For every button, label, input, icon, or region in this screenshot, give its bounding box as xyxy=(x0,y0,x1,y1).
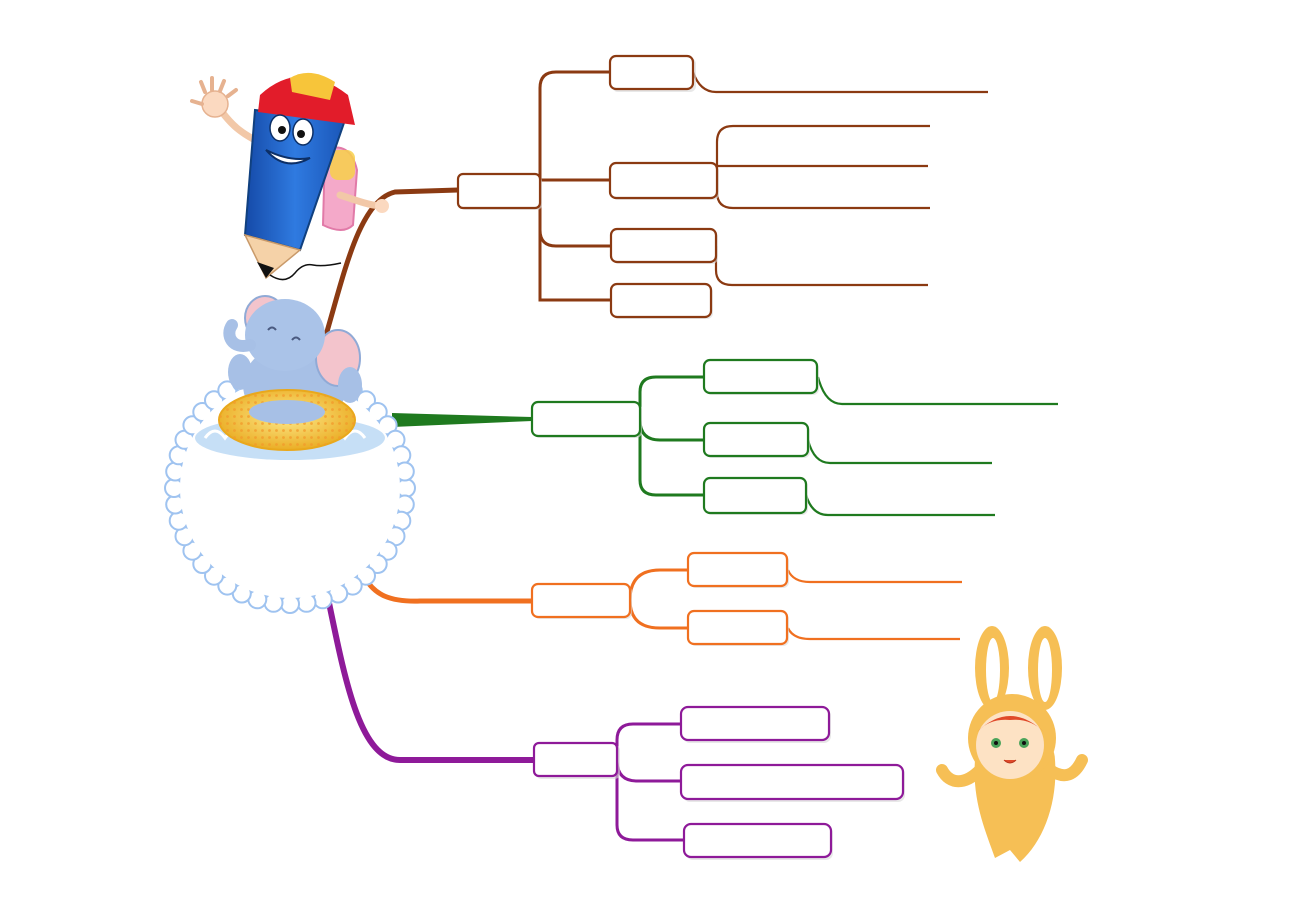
brown-level2-node[interactable] xyxy=(608,161,719,200)
green-leaf-line xyxy=(816,376,1058,406)
purple-connector xyxy=(615,759,681,783)
orange-leaf-line xyxy=(786,627,960,641)
brown-branch-group xyxy=(538,70,988,302)
brown-connector xyxy=(538,229,610,248)
brown-connector xyxy=(538,190,610,302)
node-boxes xyxy=(456,54,905,860)
orange-branch-group xyxy=(628,568,962,641)
green-leaf-line xyxy=(806,439,992,465)
orange-level2-node[interactable] xyxy=(686,609,789,646)
green-level1-node[interactable] xyxy=(530,400,642,438)
purple-level2-node[interactable] xyxy=(682,822,833,860)
brown-leaf-line xyxy=(715,124,930,180)
rabbit-child-illustration xyxy=(936,626,1088,862)
orange-connector xyxy=(628,568,688,601)
brown-level2-node[interactable] xyxy=(609,227,718,264)
brown-connector xyxy=(538,70,610,190)
purple-level2-node[interactable] xyxy=(679,705,831,743)
purple-level1-node[interactable] xyxy=(532,741,620,779)
main-branch-brown xyxy=(323,187,461,338)
brown-leaf-line xyxy=(715,180,930,210)
green-leaf-line xyxy=(804,494,995,517)
elephant-illustration xyxy=(195,295,385,460)
purple-connector xyxy=(615,722,681,760)
main-branch-orange xyxy=(362,575,535,604)
purple-level2-node[interactable] xyxy=(679,763,905,802)
green-connector xyxy=(638,419,704,442)
purple-branch-group xyxy=(615,722,684,842)
orange-level1-node[interactable] xyxy=(530,582,632,619)
green-connector xyxy=(638,420,704,497)
pencil-mascot-illustration xyxy=(190,72,389,281)
orange-leaf-line xyxy=(786,569,962,584)
green-branch-group xyxy=(638,375,1058,517)
orange-connector xyxy=(628,599,688,630)
green-level2-node[interactable] xyxy=(702,358,819,395)
brown-level2-node[interactable] xyxy=(609,282,713,319)
brown-leaf-line xyxy=(691,71,988,94)
main-branch-purple xyxy=(325,595,537,763)
brown-level2-node[interactable] xyxy=(608,54,696,92)
green-level2-node[interactable] xyxy=(702,476,808,515)
orange-level2-node[interactable] xyxy=(686,551,789,588)
green-level2-node[interactable] xyxy=(702,421,810,458)
brown-level1-node[interactable] xyxy=(456,172,542,210)
brown-leaf-line xyxy=(714,246,928,287)
purple-connector xyxy=(615,760,684,842)
green-connector xyxy=(638,375,704,420)
main-branch-green xyxy=(392,413,532,427)
